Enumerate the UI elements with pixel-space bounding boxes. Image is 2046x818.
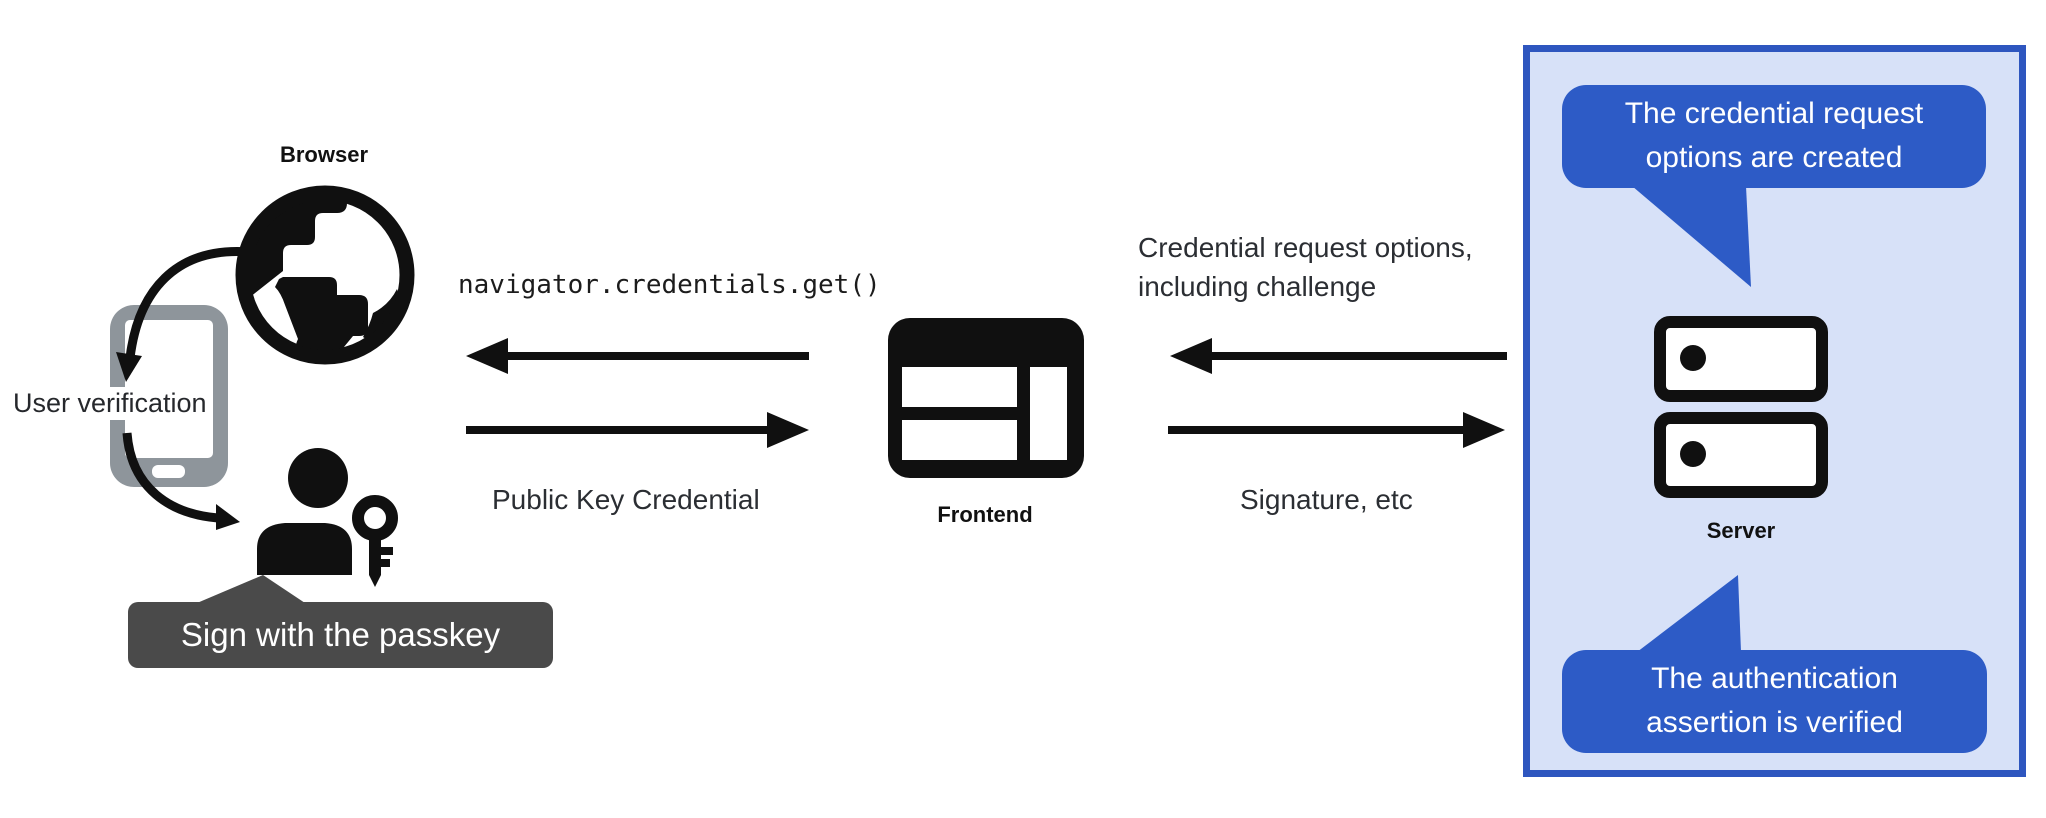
server-led-dot [1680, 345, 1706, 371]
signature-label: Signature, etc [1240, 484, 1413, 515]
arrow-frontend-to-server [1168, 412, 1505, 448]
globe-icon [235, 185, 415, 365]
server-led-dot [1680, 441, 1706, 467]
server-rack-icon [1654, 316, 1828, 402]
code-call-label: navigator.credentials.get() [458, 270, 881, 300]
sign-with-passkey-callout: Sign with the passkey [128, 602, 553, 668]
arrow-frontend-to-browser [466, 338, 809, 374]
person-icon [257, 448, 352, 575]
sign-callout-pointer [197, 575, 305, 603]
user-verification-label: User verification [10, 387, 210, 420]
arrowhead-to-user [216, 504, 240, 530]
server-label: Server [1706, 518, 1776, 543]
curved-flow-arrows [116, 246, 251, 530]
credential-options-callout: The credential request options are creat… [1562, 85, 1986, 188]
key-icon [352, 495, 398, 587]
phone-homebar [152, 465, 185, 478]
arrowhead-left-icon [1170, 338, 1212, 374]
public-key-credential-label: Public Key Credential [492, 484, 760, 515]
arrow-server-to-frontend [1170, 338, 1507, 374]
assertion-verified-callout: The authentication assertion is verified [1562, 650, 1987, 753]
arrowhead-right-icon [767, 412, 809, 448]
arrowhead-left-icon [466, 338, 508, 374]
arrow-browser-to-frontend [466, 412, 809, 448]
credential-request-label: Credential request options, including ch… [1138, 232, 1473, 302]
server-rack-icon [1654, 412, 1828, 498]
browser-label: Browser [279, 142, 369, 167]
top-callout-tail [1632, 186, 1751, 287]
arrowhead-to-phone [116, 352, 142, 382]
frontend-label: Frontend [937, 502, 1033, 527]
bottom-callout-tail [1637, 575, 1741, 652]
browser-window-icon [888, 318, 1084, 478]
arrowhead-right-icon [1463, 412, 1505, 448]
